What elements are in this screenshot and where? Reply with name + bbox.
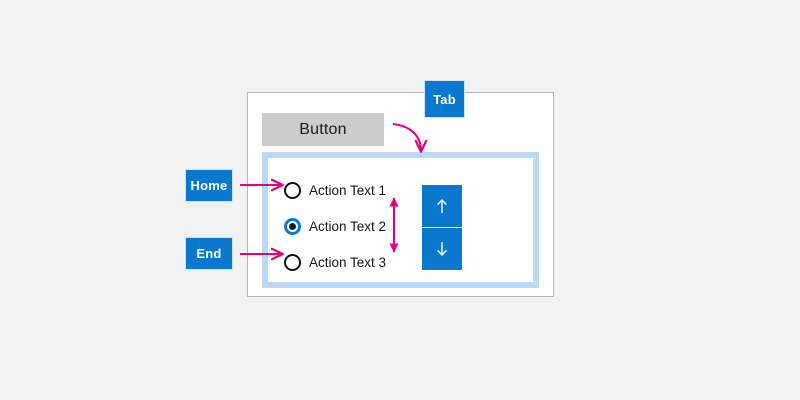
key-badge-tab-label: Tab <box>433 91 456 107</box>
key-badge-end: End <box>185 237 233 270</box>
radio-option-2[interactable]: Action Text 2 <box>284 208 434 244</box>
radio-unselected-icon[interactable] <box>284 181 301 199</box>
radio-option-3-label: Action Text 3 <box>309 254 387 270</box>
key-badge-tab: Tab <box>424 80 465 118</box>
arrow-down-icon <box>437 242 447 257</box>
radio-option-1-label: Action Text 1 <box>309 182 387 198</box>
radio-option-3[interactable]: Action Text 3 <box>284 244 434 280</box>
push-button[interactable]: Button <box>262 113 384 146</box>
push-button-label: Button <box>299 120 347 138</box>
radio-option-2-label: Action Text 2 <box>309 218 387 234</box>
radio-unselected-icon[interactable] <box>284 253 301 271</box>
radio-group[interactable]: Action Text 1 Action Text 2 Action Text … <box>284 172 434 280</box>
radio-selected-icon[interactable] <box>284 217 301 235</box>
arrow-up-icon <box>437 198 447 213</box>
radio-option-1[interactable]: Action Text 1 <box>284 172 434 208</box>
move-up-button[interactable] <box>422 185 462 227</box>
move-down-button[interactable] <box>422 228 462 270</box>
radio-group-panel <box>262 152 539 288</box>
key-badge-home: Home <box>185 169 233 202</box>
key-badge-end-label: End <box>196 246 222 261</box>
key-badge-home-label: Home <box>190 178 228 193</box>
